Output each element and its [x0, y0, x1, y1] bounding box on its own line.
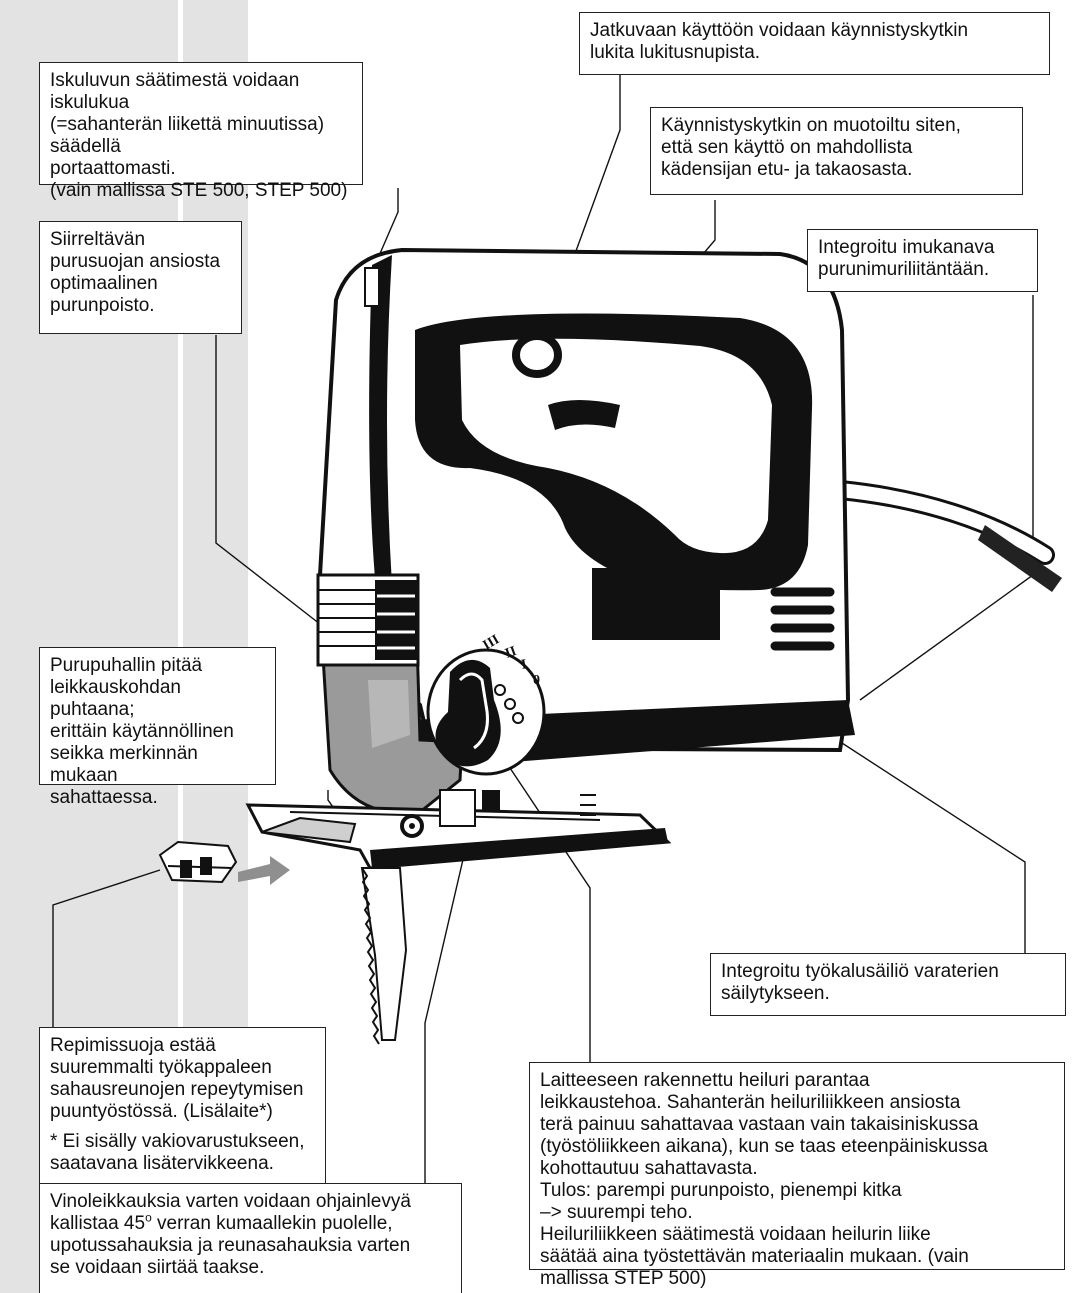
dial-label: I [520, 657, 528, 673]
saw-blade [360, 867, 408, 1041]
callout-text: Käynnistyskytkin on muotoiltu siten, ett… [661, 115, 961, 180]
dial-label: II [503, 644, 518, 662]
callout-chip-blower: Purupuhallin pitää leikkauskohdan puhtaa… [39, 647, 276, 808]
leader-line-purusuoja [215, 335, 326, 629]
callout-text: Integroitu imukanava purunimuriliitäntää… [818, 237, 995, 280]
callout-text: Purupuhallin pitää leikkauskohdan puhtaa… [50, 655, 234, 808]
dial-label-group: III II I 0 [481, 632, 541, 688]
callout-text: Repimissuoja estää suuremmalti työkappal… [50, 1035, 304, 1122]
splinter-guard [158, 840, 238, 884]
dial-markers [494, 684, 524, 724]
degree-mark: o [145, 1210, 152, 1225]
speed-wheel [364, 267, 380, 307]
callout-text-part: Vinoleikkauksia varten voidaan ohjainlev… [50, 1191, 411, 1234]
side-vents [770, 587, 835, 651]
callout-text: Iskuluvun säätimestä voidaan iskulukua (… [50, 70, 348, 201]
callout-text: Laitteeseen rakennettu heiluri parantaa … [540, 1070, 988, 1289]
leader-line-heiluri [487, 734, 591, 1063]
callout-text: Siirreltävän purusuojan ansiosta optimaa… [50, 229, 221, 316]
base-plate [245, 789, 672, 870]
callout-pendulum: Laitteeseen rakennettu heiluri parantaa … [529, 1062, 1065, 1289]
leader-line-vino [424, 837, 469, 1183]
callout-footnote: * Ei sisälly vakiovarustukseen, saatavan… [50, 1131, 305, 1174]
leader-line-iskuluku [371, 188, 399, 273]
callout-text: Vinoleikkauksia varten voidaan ohjainlev… [50, 1191, 451, 1279]
trigger-switch [548, 400, 620, 430]
callout-switch-lock: Jatkuvaan käyttöön voidaan käynnistyskyt… [579, 12, 1050, 75]
dust-shield [316, 573, 420, 667]
leader-line-sailio [821, 729, 1026, 953]
callout-splinter-guard: Repimissuoja estää suuremmalti työkappal… [39, 1027, 326, 1210]
callout-bevel-cut: Vinoleikkauksia varten voidaan ohjainlev… [39, 1183, 462, 1293]
callout-trigger-switch: Käynnistyskytkin on muotoiltu siten, ett… [650, 107, 1023, 195]
blower-housing [368, 680, 410, 748]
callout-stroke-rate: Iskuluvun säätimestä voidaan iskulukua (… [39, 62, 363, 201]
dial-label: III [481, 632, 503, 653]
callout-text: Jatkuvaan käyttöön voidaan käynnistyskyt… [590, 20, 969, 63]
callout-dust-shield: Siirreltävän purusuojan ansiosta optimaa… [39, 221, 242, 334]
leader-line-repimis [52, 869, 161, 1028]
leader-lines [52, 75, 1034, 1183]
callout-tool-storage: Integroitu työkalusäiliö varaterien säil… [710, 953, 1066, 1016]
callout-text: Integroitu työkalusäiliö varaterien säil… [721, 961, 999, 1004]
pendulum-knob-highlight [458, 672, 489, 750]
callout-text-part: verran kumaallekin puolelle, upotussahau… [50, 1213, 411, 1278]
callout-extraction-port: Integroitu imukanava purunimuriliitäntää… [807, 229, 1038, 292]
handle-opening [460, 338, 772, 554]
saw-blade-teeth [361, 867, 380, 1045]
lock-button [512, 332, 562, 378]
label-plate [592, 568, 720, 640]
arrow-icon [238, 856, 290, 885]
power-cord [833, 483, 1052, 562]
cord-sleeve [978, 525, 1062, 592]
dial-label: 0 [533, 673, 540, 688]
